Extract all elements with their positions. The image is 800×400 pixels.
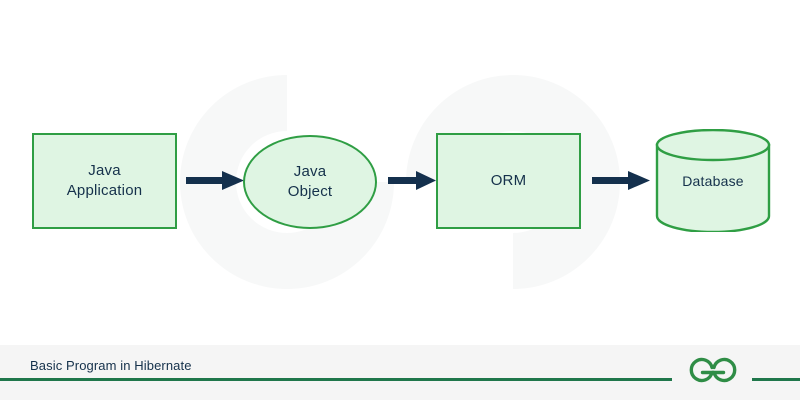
footer-caption: Basic Program in Hibernate [30,358,192,373]
node-java-application: Java Application [32,133,177,229]
node-java-object-line-1: Java [293,163,327,180]
node-java-application-line-1: Java [88,162,121,179]
footer-rule-left [0,378,672,381]
arrow-right-icon [592,168,650,194]
footer-bar: Basic Program in Hibernate [0,345,800,400]
node-orm-label: ORM [438,135,579,227]
node-java-application-label: Java Application [34,135,175,227]
arrow-right-icon [186,168,244,194]
node-java-object-label: Java Object [245,137,375,227]
node-java-application-line-2: Application [66,182,143,199]
geeksforgeeks-logo [682,355,744,387]
node-java-object-line-2: Object [287,183,333,200]
node-orm: ORM [436,133,581,229]
node-orm-line-1: ORM [490,172,527,189]
node-database: Database [655,129,771,232]
node-database-label: Database [655,129,771,232]
node-java-object: Java Object [243,135,377,229]
node-database-line-1: Database [682,172,744,189]
footer-rule-right [752,378,800,381]
arrow-right-icon [388,168,436,194]
